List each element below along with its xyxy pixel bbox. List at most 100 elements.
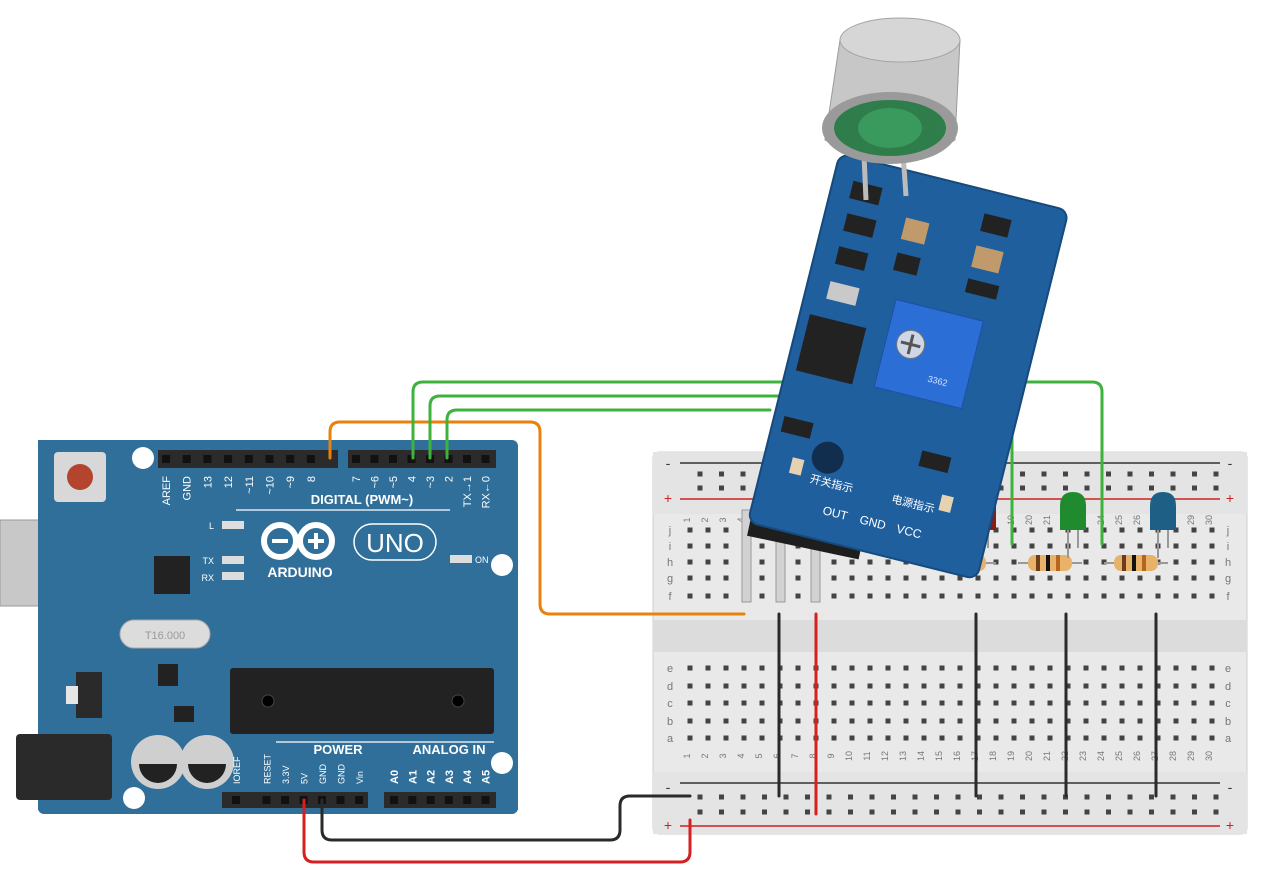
breadboard-hole bbox=[759, 543, 765, 549]
rail-hole bbox=[719, 485, 724, 491]
rail-polarity-label: + bbox=[1226, 817, 1234, 833]
column-number: 9 bbox=[826, 753, 836, 758]
breadboard-hole bbox=[849, 593, 855, 599]
digital-pin-label: AREF bbox=[161, 476, 173, 506]
rail-hole bbox=[1084, 471, 1090, 477]
column-number: 29 bbox=[1186, 515, 1196, 525]
digital-pin-label: ~5 bbox=[388, 476, 400, 489]
breadboard-hole bbox=[957, 665, 963, 671]
breadboard-hole bbox=[885, 735, 891, 741]
breadboard-hole bbox=[687, 735, 693, 741]
rail-hole bbox=[848, 794, 853, 800]
column-number: 3 bbox=[718, 753, 728, 758]
breadboard-hole bbox=[903, 735, 909, 741]
breadboard-hole bbox=[1083, 575, 1089, 581]
breadboard-hole bbox=[1065, 700, 1071, 706]
power-header bbox=[222, 792, 368, 808]
breadboard-hole bbox=[1011, 593, 1017, 599]
breadboard-hole bbox=[831, 683, 837, 689]
breadboard-hole bbox=[1173, 665, 1179, 671]
wire-black-gnd bbox=[320, 794, 692, 842]
breadboard-hole bbox=[1047, 527, 1053, 533]
breadboard-hole bbox=[903, 575, 909, 581]
breadboard-hole bbox=[849, 575, 855, 581]
rail-hole bbox=[697, 471, 703, 477]
breadboard-hole bbox=[993, 683, 999, 689]
breadboard-hole bbox=[1029, 735, 1035, 741]
breadboard-hole bbox=[939, 593, 945, 599]
rail-hole bbox=[955, 809, 961, 815]
rail-hole bbox=[1127, 794, 1133, 800]
power-pin-label: 3.3V bbox=[281, 765, 291, 784]
row-letter: j bbox=[668, 525, 671, 537]
column-number: 2 bbox=[700, 753, 710, 758]
rail-hole bbox=[697, 809, 703, 815]
breadboard-hole bbox=[1137, 718, 1143, 724]
breadboard-hole bbox=[867, 593, 873, 599]
row-letter: g bbox=[1225, 573, 1231, 585]
mount-hole bbox=[132, 447, 154, 469]
rail-hole bbox=[1149, 809, 1154, 815]
microphone-icon bbox=[822, 17, 961, 201]
breadboard-hole bbox=[867, 718, 873, 724]
breadboard-hole bbox=[759, 718, 765, 724]
column-number: 1 bbox=[682, 753, 692, 758]
rail-hole bbox=[697, 485, 703, 491]
breadboard-hole bbox=[1137, 700, 1143, 706]
header-pin bbox=[390, 796, 398, 804]
breadboard-hole bbox=[1209, 683, 1215, 689]
breadboard-hole bbox=[1119, 735, 1125, 741]
reset-button-cap[interactable] bbox=[67, 464, 93, 490]
column-number: 24 bbox=[1096, 751, 1106, 761]
breadboard-hole bbox=[1155, 718, 1161, 724]
transistor bbox=[964, 278, 1000, 300]
breadboard-hole bbox=[1065, 718, 1071, 724]
breadboard-hole bbox=[1047, 543, 1053, 549]
analog-pin-label: A1 bbox=[407, 770, 419, 784]
led-tx-indicator bbox=[222, 556, 244, 564]
rail-hole bbox=[998, 794, 1004, 800]
header-pin bbox=[389, 455, 397, 463]
sound-sensor-module: 3362 开关指示 电源指示 OUT GND VCC bbox=[741, 17, 1068, 603]
column-number: 8 bbox=[808, 753, 818, 758]
breadboard-hole bbox=[921, 683, 927, 689]
wire-orange-d8-to-out bbox=[328, 420, 746, 616]
digital-pin-label: 8 bbox=[306, 476, 318, 482]
breadboard-hole bbox=[723, 735, 729, 741]
rail-hole bbox=[762, 794, 767, 800]
breadboard-hole bbox=[1011, 683, 1017, 689]
rail-hole bbox=[1084, 809, 1090, 815]
wire-red-5v bbox=[302, 798, 692, 864]
header-pin bbox=[281, 796, 289, 804]
rail-hole bbox=[1020, 794, 1025, 800]
breadboard-hole bbox=[903, 593, 909, 599]
header-pin bbox=[265, 455, 274, 463]
breadboard-hole bbox=[831, 559, 837, 565]
column-number: 30 bbox=[1204, 515, 1214, 525]
breadboard-hole bbox=[687, 593, 693, 599]
rail-hole bbox=[1170, 809, 1176, 815]
column-number: 29 bbox=[1186, 751, 1196, 761]
potentiometer[interactable] bbox=[873, 298, 984, 410]
rail-hole bbox=[934, 794, 939, 800]
rail-hole bbox=[1149, 794, 1154, 800]
rail-hole bbox=[719, 794, 724, 800]
digital-pin-label: 12 bbox=[223, 476, 235, 488]
breadboard-hole bbox=[1173, 683, 1179, 689]
breadboard-hole bbox=[705, 543, 711, 549]
arduino-logo-icon bbox=[261, 522, 335, 560]
rail-hole bbox=[1041, 471, 1047, 477]
breadboard-hole bbox=[993, 718, 999, 724]
breadboard-hole bbox=[705, 593, 711, 599]
breadboard-hole bbox=[957, 683, 963, 689]
breadboard-hole bbox=[1101, 527, 1107, 533]
breadboard-hole bbox=[921, 735, 927, 741]
breadboard-hole bbox=[1137, 593, 1143, 599]
capacitor bbox=[131, 735, 185, 789]
rail-hole bbox=[1063, 809, 1068, 815]
breadboard-hole bbox=[687, 665, 693, 671]
breadboard-hole bbox=[705, 559, 711, 565]
rail-hole bbox=[740, 485, 746, 491]
rail-hole bbox=[1127, 485, 1133, 491]
breadboard-hole bbox=[1119, 593, 1125, 599]
